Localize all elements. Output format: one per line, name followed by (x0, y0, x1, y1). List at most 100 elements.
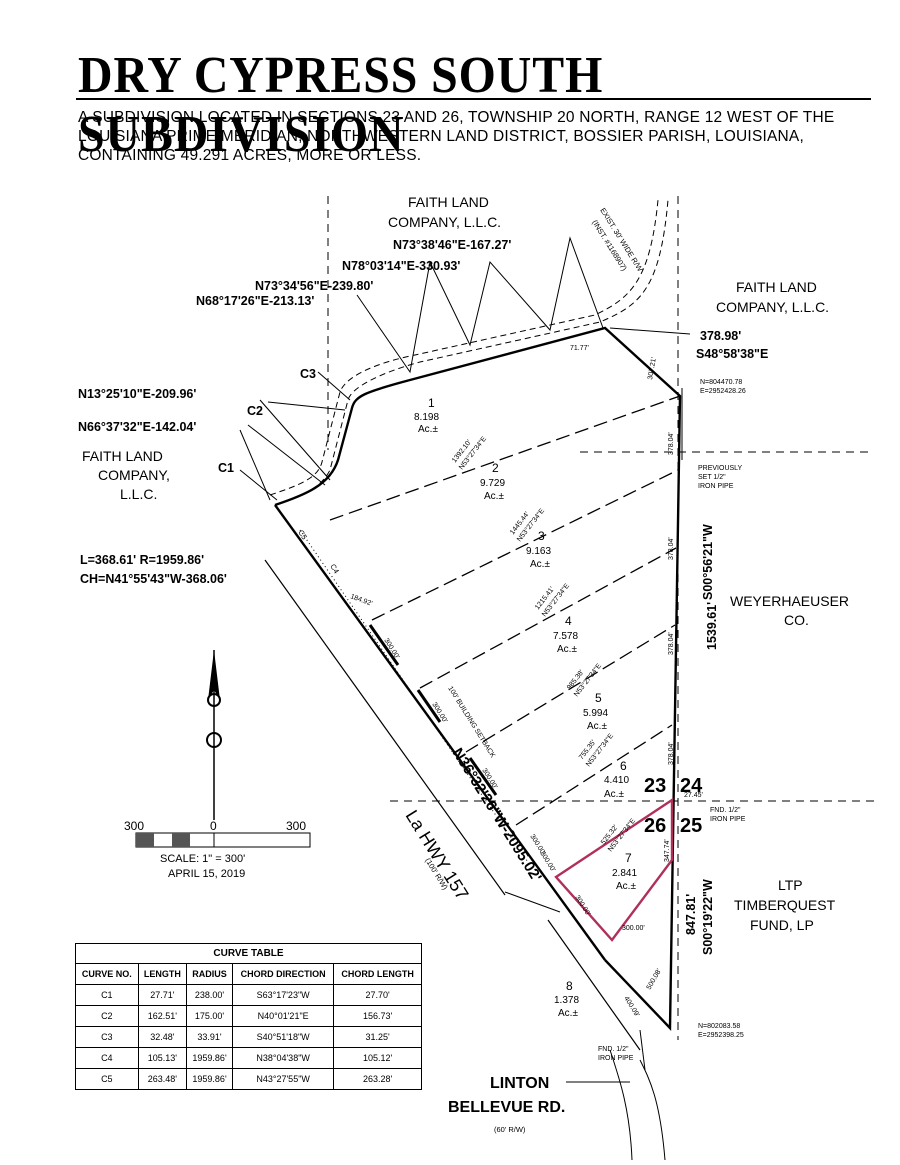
highway-west-edge (264, 559, 506, 896)
cell: 263.28' (333, 1068, 422, 1090)
linton-road-edge-west (609, 1049, 633, 1161)
ne-distance: 378.98' (700, 329, 741, 343)
cell: 175.00' (186, 1005, 233, 1027)
cell: 27.71' (137, 984, 188, 1006)
section-26: 26 (644, 815, 666, 837)
dim: 378.04' (668, 537, 675, 560)
plat-title: DRY CYPRESS SOUTH SUBDIVISION (78, 47, 604, 163)
bearing-6: N66°37'32"E-142.04' (78, 420, 196, 434)
table-row: C1 27.71' 238.00' S63°17'23"W 27.70' (75, 984, 422, 1006)
se-distance: 847.81' (684, 894, 698, 935)
dim: 500.08' (646, 968, 663, 991)
section-23: 23 (644, 775, 666, 797)
north-arrow-icon (206, 650, 222, 820)
lot-number: 7 (625, 851, 632, 865)
bearing-4: N68°17'26"E-213.13' (196, 294, 314, 308)
cell: N43°27'55"W (231, 1068, 335, 1090)
ne-easting: E=2952428.26 (700, 388, 746, 395)
highway-label: La HWY 157 (402, 807, 473, 904)
lot-6: 6 4.410 Ac.± (604, 759, 629, 800)
dim: 300.00' (573, 894, 591, 917)
owner-faith-left-1: FAITH LAND (82, 448, 163, 464)
lot-3: 3 9.163 Ac.± (526, 529, 551, 570)
curve-chord: CH=N41°55'43"W-368.06' (80, 572, 227, 586)
cell: 263.48' (137, 1068, 188, 1090)
owner-faith-right-2: COMPANY, L.L.C. (716, 299, 829, 315)
lot-area: 9.729 (480, 478, 505, 489)
pipe1-line2: SET 1/2" (698, 474, 726, 481)
lot-1: 1 8.198 Ac.± (414, 396, 439, 435)
lot-2: 2 9.729 Ac.± (480, 461, 505, 502)
owner-faith-right-1: FAITH LAND (736, 279, 817, 295)
scale-date: APRIL 15, 2019 (168, 868, 245, 880)
cell: 31.25' (333, 1026, 422, 1048)
lot-unit: Ac.± (484, 491, 504, 502)
lot-unit: Ac.± (557, 644, 577, 655)
pipe2-line1: FND. 1/2" (710, 807, 741, 814)
lot-unit: Ac.± (418, 424, 438, 435)
cell: C4 (75, 1047, 139, 1069)
cell: C5 (75, 1068, 139, 1090)
ne-northing: N=804470.78 (700, 379, 742, 386)
col-radius: RADIUS (186, 963, 233, 985)
cell: C1 (75, 984, 139, 1006)
highway-boundary (274, 504, 606, 961)
col-length: LENGTH (137, 963, 188, 985)
curve-label-c4: C4 (328, 562, 341, 575)
ne-bearing: S48°58'38"E (696, 347, 768, 361)
scale-zero: 0 (210, 819, 217, 833)
lot-unit: Ac.± (604, 789, 624, 800)
bearing-2: N78°03'14"E-330.93' (342, 259, 460, 273)
lot-area: 7.578 (553, 631, 578, 642)
linton-road-edge-east (639, 1059, 666, 1161)
lot-7: 7 2.841 Ac.± (612, 851, 637, 892)
lot-number: 3 (538, 529, 545, 543)
highway-segment-markers (368, 624, 498, 796)
highway-bearing: N36°32'26"W-2095.02' (449, 745, 545, 885)
lot-area: 8.198 (414, 412, 439, 423)
lot-area: 5.994 (583, 708, 608, 719)
se-easting: E=2952398.25 (698, 1032, 744, 1039)
curve-label-c3: C3 (300, 367, 316, 381)
col-chord-direction: CHORD DIRECTION (231, 963, 335, 985)
cell: C2 (75, 1005, 139, 1027)
pipe1-line3: IRON PIPE (698, 483, 734, 490)
curve-length-radius: L=368.61' R=1959.86' (80, 553, 204, 567)
lot-number: 2 (492, 461, 499, 475)
lot-number: 6 (620, 759, 627, 773)
table-row: C2 162.51' 175.00' N40°01'21"E 156.73' (75, 1005, 422, 1027)
lot-number: 5 (595, 691, 602, 705)
lot-unit: Ac.± (587, 721, 607, 732)
linton-label-2: BELLEVUE RD. (448, 1099, 565, 1116)
property-boundary (274, 326, 682, 1031)
dim: 378.04' (668, 632, 675, 655)
dim: 378.04' (668, 432, 675, 455)
cell: 32.48' (137, 1026, 188, 1048)
dim: 400.09' (622, 995, 640, 1018)
owner-faith-left-2: COMPANY, (98, 467, 170, 483)
cell: 238.00' (186, 984, 233, 1006)
col-curve-no: CURVE NO. (75, 963, 139, 985)
scale-bar (135, 832, 311, 848)
leader-lines (239, 236, 691, 1083)
lot-number: 4 (565, 614, 572, 628)
dim: 378.04' (668, 742, 675, 765)
scale-right: 300 (286, 819, 306, 833)
cell: C3 (75, 1026, 139, 1048)
curve-table-header: CURVE NO. LENGTH RADIUS CHORD DIRECTION … (75, 963, 422, 985)
cell: N40°01'21"E (231, 1005, 335, 1027)
owner-faith-top-1: FAITH LAND (408, 194, 489, 210)
cell: S63°17'23"W (231, 984, 335, 1006)
linton-row: (60' R/W) (494, 1125, 526, 1134)
lot-number: 8 (566, 979, 573, 993)
bearing-1: N73°38'46"E-167.27' (393, 238, 511, 252)
lot-area: 4.410 (604, 775, 629, 786)
curve-label-c2: C2 (247, 404, 263, 418)
cell: 162.51' (137, 1005, 188, 1027)
dim: 71.77' (570, 345, 589, 352)
lot-area: 2.841 (612, 868, 637, 879)
table-row: C3 32.48' 33.91' S40°51'18"W 31.25' (75, 1026, 422, 1048)
lot-area: 9.163 (526, 546, 551, 557)
se-bearing: S00°19'22"W (701, 879, 715, 955)
